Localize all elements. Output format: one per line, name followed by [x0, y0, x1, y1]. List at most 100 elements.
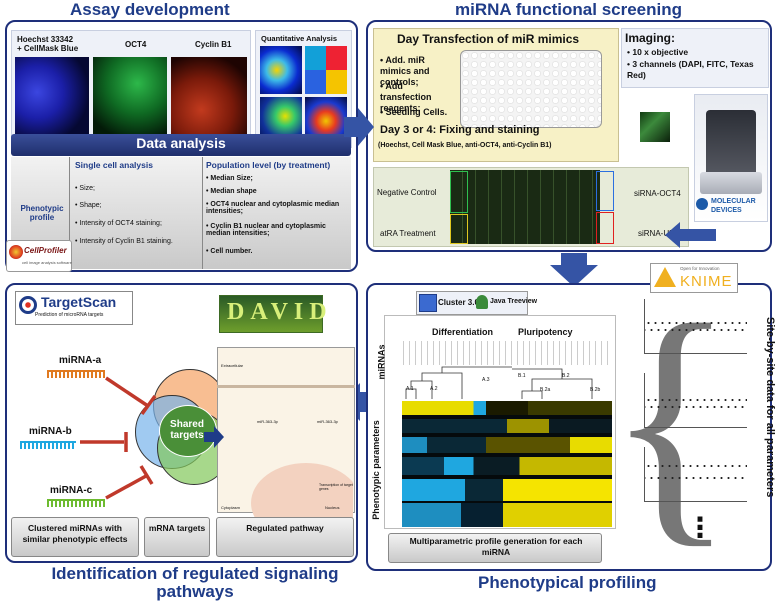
mirna-b-label: miRNA-b [29, 426, 72, 437]
label-mrna-targets [144, 517, 210, 557]
staining-list: (Hoechst, Cell Mask Blue, anti-OCT4, ant… [378, 142, 552, 149]
mirna-b-strand [20, 441, 76, 449]
phenotypic-parameters-axis-label: Phenotypic parameters [370, 420, 381, 520]
single-cell-analysis-header: Single cell analysis [75, 160, 153, 170]
population-item-cyclin: Cyclin B1 nuclear and cytoplasmic median… [206, 223, 346, 237]
table-divider-2 [202, 157, 203, 269]
day34-title: Day 3 or 4: Fixing and staining [380, 124, 540, 136]
population-item-cellnumber: Cell number. [206, 248, 252, 255]
mirna-a-strand [47, 370, 105, 378]
image-oct4-channel [93, 57, 167, 145]
single-item-cyclin: Intensity of Cyclin B1 staining. [75, 238, 172, 245]
pathway-membrane [217, 385, 355, 388]
molecular-devices-logo-icon [696, 198, 708, 210]
title-mirna-screening: miRNA functional screening [455, 0, 683, 19]
pathway-mir-label-2: miR-363-3p [317, 419, 338, 424]
cluster-a3: A.3 [482, 377, 490, 383]
differentiation-label: Differentiation [432, 327, 494, 337]
single-item-size: Size; [75, 185, 95, 192]
microscope-body [706, 110, 756, 182]
sirna-ubc-highlight [596, 212, 614, 244]
knime-text: KNIME [680, 273, 733, 290]
knime-triangle-icon [654, 267, 676, 287]
single-item-oct4: Intensity of OCT4 staining; [75, 220, 161, 227]
pluripotency-label: Pluripotency [518, 327, 573, 337]
title-assay-development: Assay development [70, 0, 230, 19]
quantitative-analysis-title: Quantitative Analysis [261, 34, 337, 43]
sirna-ubc-label: siRNA-UBC [638, 229, 681, 238]
dendrogram [405, 366, 593, 399]
clustered-mirnas-text: Clustered miRNAs with similar phenotypic… [22, 523, 128, 544]
microscope-base [700, 172, 762, 194]
panel-phenotypical-profiling: Cluster 3.0 Java Treeview Differentiatio… [366, 263, 776, 571]
david-text: DAVID [227, 299, 333, 325]
day-transfection-title: Day Transfection of miR mimics [397, 32, 580, 46]
regulated-pathway-text: Regulated pathway [246, 523, 324, 533]
cluster-label: Cluster 3.0 [438, 298, 479, 307]
site-plot-1 [644, 299, 747, 354]
atra-highlight [450, 214, 468, 244]
multiparametric-label: Multiparametric profile generation for e… [409, 536, 583, 557]
neg-control-highlight [450, 171, 468, 213]
cluster-a2: A.2 [430, 386, 438, 392]
well-plate [460, 50, 602, 128]
site-plot-2 [644, 373, 747, 428]
knime-sub: Open for Innovation [680, 266, 720, 271]
label-hoechst: Hoechst 33342 + CellMask Blue [17, 35, 79, 53]
table-divider-1 [69, 157, 70, 269]
cluster-a1: A.1 [406, 386, 414, 392]
title-identification: Identification of regulated signaling pa… [51, 564, 339, 601]
cluster-b1: B.1 [518, 373, 526, 379]
mirna-a-label: miRNA-a [59, 355, 102, 366]
site-by-site-label: Site-by-site data for all parameters [764, 317, 776, 498]
shared-targets-label: Shared targets [170, 419, 204, 441]
label-clustered-mirnas [11, 517, 139, 557]
site-plot-3 [644, 447, 747, 502]
mirna-c-strand [47, 499, 105, 507]
title-phenotypical-profiling: Phenotypical profiling [478, 573, 657, 592]
mirna-names-strip [403, 341, 611, 365]
mrna-targets-text: mRNA targets [148, 523, 206, 533]
cellprofiler-icon [9, 245, 23, 259]
pathway-mir-label-1: miR-363-3p [257, 419, 278, 424]
label-oct4: OCT4 [125, 40, 147, 49]
image-cyclin-channel [171, 57, 247, 145]
targetscan-icon [19, 296, 37, 314]
devices-label: DEVICES [711, 207, 742, 214]
population-item-size: Median Size; [206, 175, 252, 182]
quant-image-1 [260, 46, 302, 94]
pathway-extracellular: Extracellular [221, 363, 244, 368]
cluster-b2a: B.2a [540, 387, 551, 393]
cluster-b2: B.2 [562, 373, 570, 379]
panel-identification: TargetScan Prediction of microRNA target… [5, 283, 358, 563]
population-item-shape: Median shape [206, 188, 256, 195]
multiparametric-label-box [388, 533, 602, 563]
atra-label: atRA Treatment [380, 229, 436, 238]
cellprofiler-logo-text: CellProfiler [24, 246, 67, 255]
plate-results-image [450, 170, 600, 244]
cluster-b2b: B.2b [590, 387, 601, 393]
david-logo [219, 295, 323, 333]
imaging-title: Imaging: [625, 31, 675, 45]
cellprofiler-logo-sub: cell image analysis software [22, 260, 72, 265]
molecular-label: MOLECULAR [711, 198, 756, 205]
population-item-oct4: OCT4 nuclear and cytoplasmic median inte… [206, 201, 346, 215]
sirna-oct4-highlight [596, 171, 614, 211]
single-item-shape: Shape; [75, 202, 101, 209]
mirna-c-label: miRNA-c [50, 485, 93, 496]
sirna-oct4-label: siRNA-OCT4 [634, 189, 681, 198]
panel-assay-development: Hoechst 33342 + CellMask Blue OCT4 Cycli… [5, 20, 358, 272]
treeview-icon [476, 295, 488, 309]
label-cyclin-b1: Cyclin B1 [195, 40, 232, 49]
label-regulated-pathway [216, 517, 354, 557]
heatmap [402, 401, 612, 527]
step-seeding: Seeding Cells. [380, 107, 454, 117]
image-hoechst-channel [15, 57, 89, 145]
data-analysis-header [11, 134, 351, 156]
quant-image-2 [305, 46, 347, 94]
arrow-screening-to-profiling [550, 253, 598, 287]
treeview-label: Java Treeview [490, 298, 538, 305]
imaging-objective: 10 x objective [627, 47, 688, 57]
imaging-channels: 3 channels (DAPI, FITC, Texas Red) [627, 59, 767, 81]
targetscan-text: TargetScan [41, 294, 117, 310]
